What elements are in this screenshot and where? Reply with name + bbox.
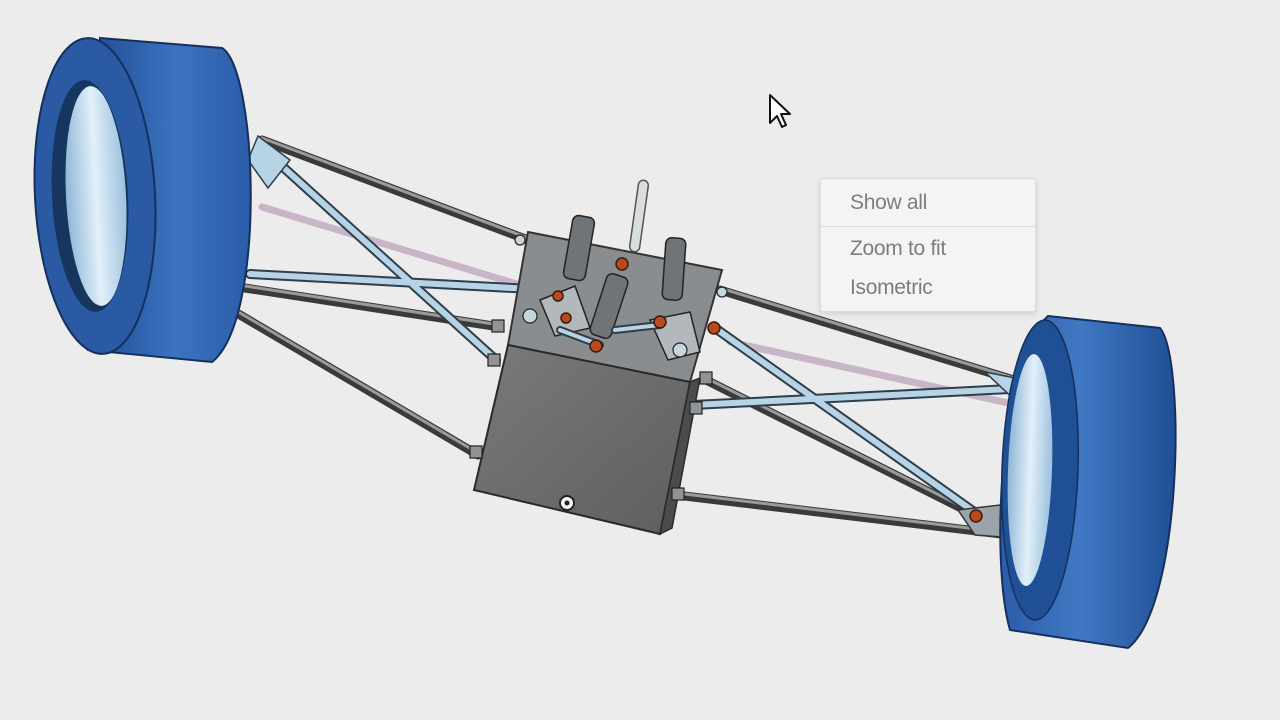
chassis-box-side [658,376,701,536]
box-hole [559,495,575,511]
shock-absorbers [562,214,687,340]
menu-item-show-all[interactable]: Show all [850,191,927,214]
context-menu: Show all Zoom to fit Isometric [820,178,1036,312]
joints [552,257,983,523]
tie-rods [258,203,1044,414]
menu-separator [821,226,1035,227]
mouse-pointer-icon [769,94,791,128]
bolt-heads [514,234,728,358]
menu-item-zoom-to-fit[interactable]: Zoom to fit [850,237,946,260]
steering-column [628,179,650,253]
left-wheel [33,36,252,364]
tube-mounts [469,319,713,501]
menu-item-isometric[interactable]: Isometric [850,276,933,299]
light-struts-fill [247,145,1033,519]
left-upright [247,134,292,190]
right-wheel [999,314,1177,650]
